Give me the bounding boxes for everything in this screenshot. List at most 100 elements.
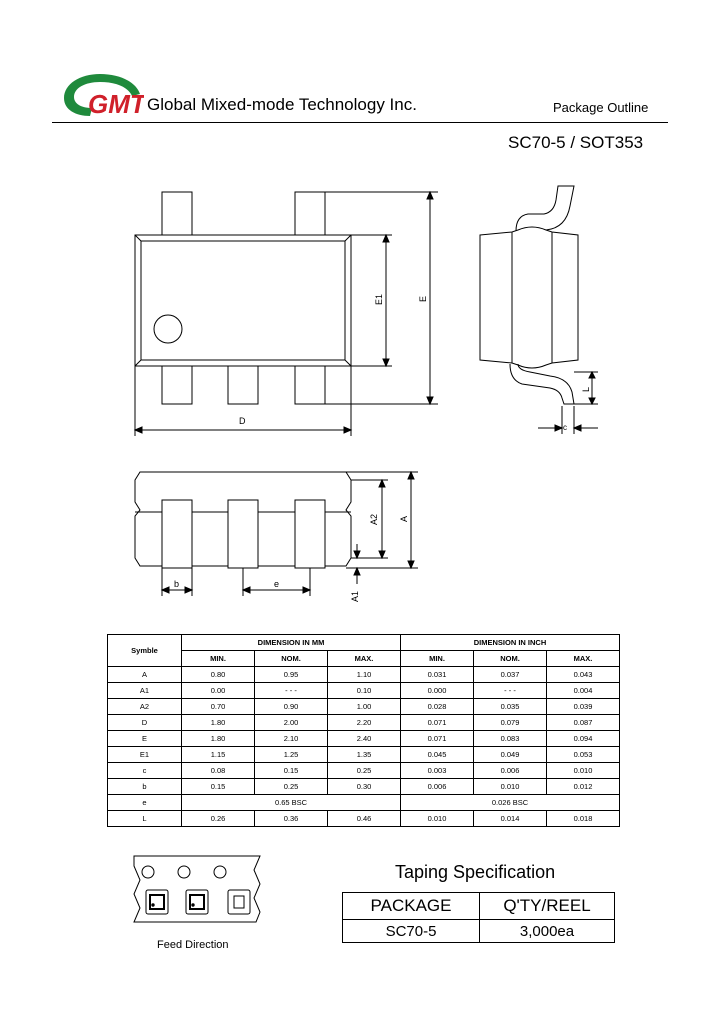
top-lead-1	[161, 191, 193, 236]
sub-header: MIN.	[181, 650, 255, 667]
table-cell: 0.079	[473, 714, 547, 731]
table-cell: c	[107, 762, 182, 779]
table-subheader-row: MIN. NOM. MAX. MIN. NOM. MAX.	[108, 650, 620, 667]
taping-value-row: SC70-5 3,000ea	[342, 919, 615, 943]
table-cell: 0.80	[181, 666, 255, 683]
label-A: A	[399, 516, 409, 522]
sub-header: NOM.	[254, 650, 328, 667]
pin1-marker	[153, 314, 183, 344]
sprocket-hole	[213, 865, 227, 879]
lower-lead	[509, 363, 575, 405]
tape-pocket-3	[227, 889, 251, 915]
sub-header: NOM.	[473, 650, 547, 667]
side-body	[479, 226, 579, 369]
package-value: SC70-5	[342, 919, 480, 943]
label-D: D	[239, 416, 246, 426]
top-view-drawing: E1 E D	[133, 190, 438, 436]
bottom-lead-1	[161, 365, 193, 405]
taping-table: PACKAGE Q'TY/REEL SC70-5 3,000ea	[342, 892, 615, 943]
table-cell: 0.15	[254, 762, 328, 779]
table-cell: 1.00	[327, 698, 401, 715]
front-body	[134, 471, 352, 567]
table-cell: 0.006	[400, 778, 474, 795]
table-cell: 0.026 BSC	[400, 794, 620, 811]
table-cell: D	[107, 714, 182, 731]
table-cell: 0.010	[473, 778, 547, 795]
table-cell: 0.049	[473, 746, 547, 763]
table-cell: E1	[107, 746, 182, 763]
label-A2: A2	[369, 514, 379, 525]
table-cell: 0.028	[400, 698, 474, 715]
table-cell: 0.031	[400, 666, 474, 683]
front-lead-3	[294, 499, 326, 569]
label-b: b	[174, 579, 179, 589]
table-cell: 0.08	[181, 762, 255, 779]
table-cell: 0.010	[546, 762, 620, 779]
table-cell: 0.26	[181, 810, 255, 827]
table-cell: 0.014	[473, 810, 547, 827]
table-cell: 1.35	[327, 746, 401, 763]
table-cell: A2	[107, 698, 182, 715]
table-cell: 0.65 BSC	[181, 794, 401, 811]
label-E1: E1	[374, 294, 384, 305]
company-name: Global Mixed-mode Technology Inc.	[147, 95, 417, 114]
table-cell: 0.30	[327, 778, 401, 795]
table-cell: 0.25	[327, 762, 401, 779]
sub-header: MIN.	[400, 650, 474, 667]
table-cell: 0.00	[181, 682, 255, 699]
table-cell: 0.012	[546, 778, 620, 795]
label-L: L	[581, 387, 591, 392]
table-cell: 0.010	[400, 810, 474, 827]
label-e: e	[274, 579, 279, 589]
table-cell: 1.15	[181, 746, 255, 763]
qty-header: Q'TY/REEL	[479, 892, 615, 920]
sub-header: MAX.	[327, 650, 401, 667]
table-cell: 2.00	[254, 714, 328, 731]
taping-header-row: PACKAGE Q'TY/REEL	[342, 892, 615, 920]
table-cell: 0.36	[254, 810, 328, 827]
dimension-table: Symble DIMENSION IN MM DIMENSION IN INCH…	[107, 634, 620, 827]
company-logo: GMT	[64, 74, 144, 119]
logo-text: GMT	[88, 89, 144, 119]
table-cell: L	[107, 810, 182, 827]
package-body-outer	[134, 234, 352, 367]
front-view-drawing: A2 A A1 b e	[134, 470, 418, 602]
table-cell: 0.071	[400, 714, 474, 731]
table-cell: - - -	[254, 682, 328, 699]
bottom-lead-3	[294, 365, 326, 405]
document-type: Package Outline	[553, 100, 649, 115]
part-number: SC70-5 / SOT353	[508, 133, 644, 152]
table-cell: 0.000	[400, 682, 474, 699]
table-cell: 1.80	[181, 730, 255, 747]
table-cell: 0.25	[254, 778, 328, 795]
inch-header: DIMENSION IN INCH	[400, 634, 620, 651]
table-cell: 2.40	[327, 730, 401, 747]
sub-header: MAX.	[546, 650, 620, 667]
table-cell: 0.006	[473, 762, 547, 779]
table-cell: 0.95	[254, 666, 328, 683]
table-cell: 2.20	[327, 714, 401, 731]
table-cell: 0.037	[473, 666, 547, 683]
front-lead-2	[227, 499, 259, 569]
header-divider	[52, 122, 668, 123]
table-cell: 0.46	[327, 810, 401, 827]
table-cell: 0.15	[181, 778, 255, 795]
table-cell: 0.083	[473, 730, 547, 747]
mm-header: DIMENSION IN MM	[181, 634, 401, 651]
sprocket-hole	[141, 865, 155, 879]
table-cell: e	[107, 794, 182, 811]
table-cell: 2.10	[254, 730, 328, 747]
table-cell: 0.035	[473, 698, 547, 715]
feed-direction-label: Feed Direction	[157, 939, 229, 951]
table-cell: 0.053	[546, 746, 620, 763]
sprocket-hole	[177, 865, 191, 879]
